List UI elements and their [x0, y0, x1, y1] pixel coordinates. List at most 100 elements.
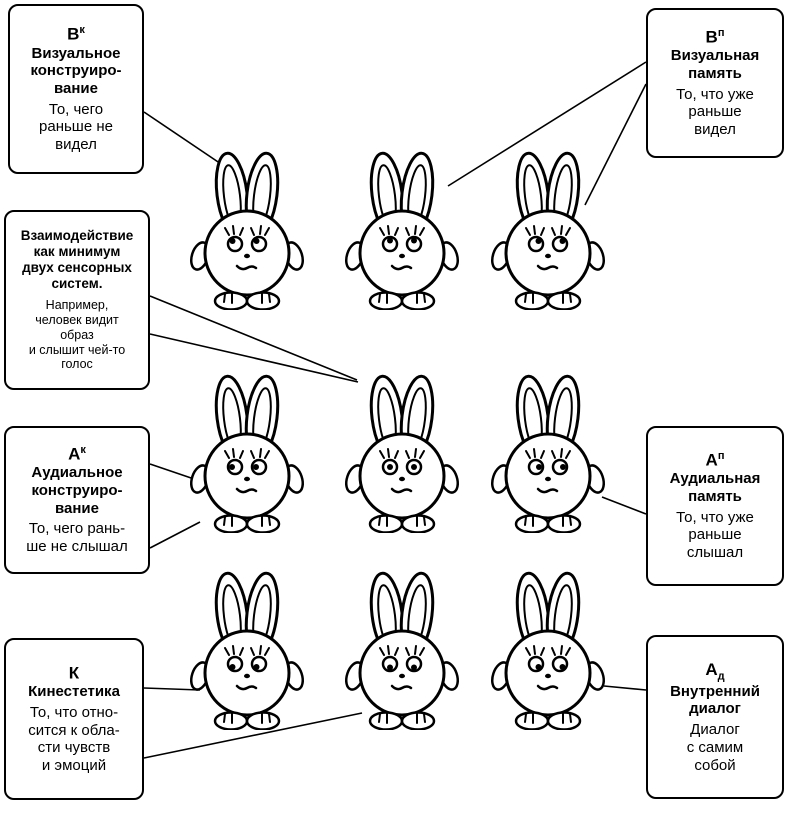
rabbit-r1c3 — [486, 150, 610, 311]
left-pupil — [229, 664, 236, 670]
right-pupil — [253, 464, 259, 470]
nose — [244, 673, 250, 679]
rabbit-drawing — [490, 374, 606, 534]
rabbit-drawing — [490, 571, 606, 731]
callout-title: Внутренний диалог — [670, 682, 760, 718]
left-pupil — [535, 664, 542, 670]
nose — [545, 253, 551, 259]
toes — [378, 292, 426, 304]
connector-line — [143, 712, 363, 759]
eyelashes — [224, 225, 270, 236]
rabbit-drawing — [189, 151, 305, 311]
connector-line — [149, 333, 359, 383]
toes — [223, 712, 271, 724]
mouth — [235, 487, 258, 494]
eyelashes — [525, 225, 571, 236]
mouth — [536, 264, 559, 271]
rabbit-r3c2 — [340, 570, 464, 731]
mouth — [390, 264, 413, 271]
eyelashes — [379, 448, 425, 459]
head-body — [358, 432, 446, 520]
mouth — [390, 487, 413, 494]
left-pupil — [229, 464, 235, 470]
toes — [378, 712, 426, 724]
callout-kinesthetic: К Кинестетика То, что отно- сится к обла… — [4, 638, 144, 800]
right-pupil — [559, 238, 566, 244]
eyelashes — [525, 448, 571, 459]
rabbit-r3c3 — [486, 570, 610, 731]
right-eye — [551, 235, 569, 253]
callout-symbol-vk: Вк — [67, 24, 85, 44]
right-eye — [405, 235, 423, 253]
callout-symbol-ak: Ак — [68, 444, 86, 464]
eyelashes — [379, 225, 425, 236]
callout-title: Кинестетика — [28, 683, 120, 701]
callout-title: Визуальное конструиро- вание — [30, 44, 122, 97]
rabbit-drawing — [189, 571, 305, 731]
mouth — [536, 684, 559, 691]
nose — [399, 673, 405, 679]
toes — [223, 515, 271, 527]
nose — [399, 476, 405, 482]
right-pupil — [411, 464, 417, 470]
rabbit-drawing — [344, 571, 460, 731]
callout-symbol-k: К — [68, 663, 80, 683]
eyelashes — [525, 645, 571, 656]
left-pupil — [535, 238, 542, 244]
callout-body: То, чего раньше не видел — [39, 100, 113, 153]
mouth — [536, 487, 559, 494]
callout-body: То, что уже раньше слышал — [676, 508, 754, 562]
connector-line — [584, 83, 647, 206]
head-body — [203, 432, 291, 520]
callout-title: Аудиальная память — [669, 470, 761, 506]
connector-line — [603, 685, 647, 691]
right-eye — [250, 235, 268, 253]
right-pupil — [560, 464, 566, 470]
rabbit-r2c1 — [185, 373, 309, 534]
right-eye — [551, 655, 569, 673]
callout-title: Аудиальное конструиро- вание — [31, 464, 123, 517]
head-body — [358, 629, 446, 717]
left-eye — [527, 655, 545, 673]
mouth — [390, 684, 413, 691]
left-pupil — [387, 237, 393, 244]
rabbit-r1c2 — [340, 150, 464, 311]
connector-line — [149, 463, 198, 481]
mouth — [235, 684, 258, 691]
rabbit-drawing — [490, 151, 606, 311]
rabbit-drawing — [344, 151, 460, 311]
head-body — [203, 629, 291, 717]
connector-line — [601, 496, 647, 515]
nose — [244, 253, 250, 259]
left-pupil — [536, 464, 542, 470]
rabbit-r3c1 — [185, 570, 309, 731]
eyelashes — [224, 645, 270, 656]
left-eye — [226, 235, 244, 253]
right-pupil — [253, 664, 260, 670]
left-eye — [381, 655, 399, 673]
callout-body: Диалог с самим собой — [686, 721, 744, 774]
right-pupil — [411, 664, 417, 671]
right-eye — [405, 655, 423, 673]
connector-line — [447, 61, 647, 187]
callout-auditory-construction: Ак Аудиальное конструиро- вание То, чего… — [4, 426, 150, 574]
callout-body: Например, человек видит образ и слышит ч… — [28, 298, 126, 372]
nose — [244, 476, 250, 482]
callout-auditory-memory: Ап Аудиальная память То, что уже раньше … — [646, 426, 784, 586]
callout-symbol-ad: Ад — [705, 659, 725, 683]
callout-body: То, чего рань- ше не слышал — [26, 520, 128, 556]
left-pupil — [229, 238, 236, 244]
toes — [378, 515, 426, 527]
toes — [524, 515, 572, 527]
eyelashes — [379, 645, 425, 656]
toes — [524, 712, 572, 724]
mouth — [235, 264, 258, 271]
connector-line — [143, 687, 201, 691]
left-pupil — [387, 664, 393, 671]
rabbit-r2c2 — [340, 373, 464, 534]
callout-sensory-interaction: Взаимодействие как минимум двух сенсорны… — [4, 210, 150, 390]
rabbit-r1c1 — [185, 150, 309, 311]
head-body — [504, 432, 592, 520]
